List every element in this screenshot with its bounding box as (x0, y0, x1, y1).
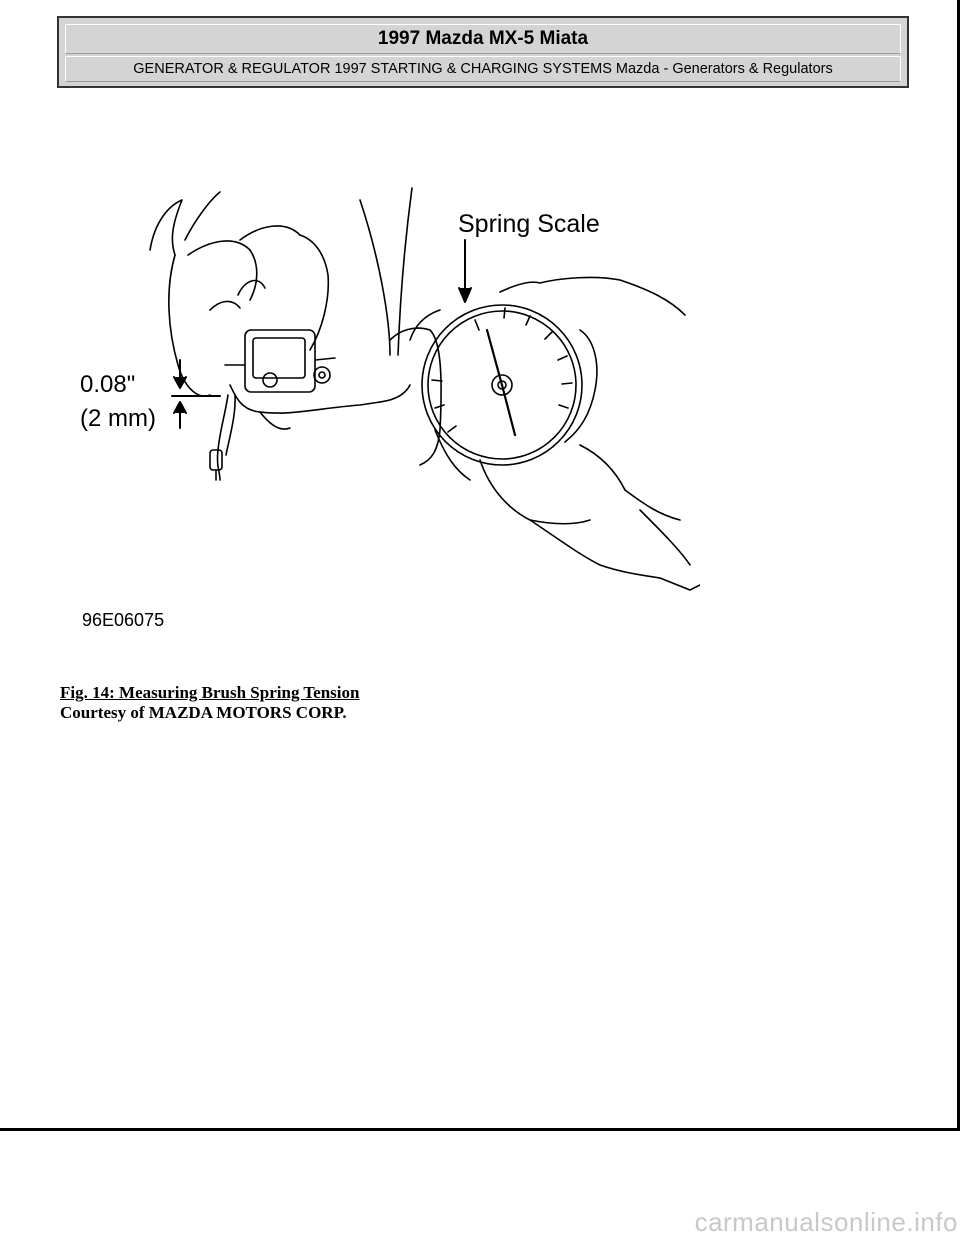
label-spring-scale: Spring Scale (458, 210, 600, 238)
document-title: 1997 Mazda MX-5 Miata (65, 24, 901, 54)
spring-scale-drawing: Spring Scale 0.08" (2 mm) 96E06075 (80, 187, 700, 630)
regulator-lineart (209, 329, 381, 481)
figure-illustration: Spring Scale 0.08" (2 mm) 96E06075 (60, 180, 700, 640)
caption-credit: Courtesy of MAZDA MOTORS CORP. (60, 703, 347, 722)
upper-hand-lineart (149, 187, 413, 397)
document-header: 1997 Mazda MX-5 Miata GENERATOR & REGULA… (57, 16, 909, 88)
right-hand-lineart (434, 276, 700, 591)
spring-scale-pointer (458, 239, 472, 303)
document-subtitle: GENERATOR & REGULATOR 1997 STARTING & CH… (65, 56, 901, 82)
watermark: carmanualsonline.info (694, 1207, 958, 1237)
image-code: 96E06075 (82, 610, 164, 630)
label-gap-mm: (2 mm) (80, 405, 156, 432)
figure-caption: Fig. 14: Measuring Brush Spring Tension … (60, 683, 359, 723)
label-gap-inches: 0.08" (80, 371, 135, 398)
page-frame (0, 0, 960, 1131)
gap-arrows (171, 359, 221, 429)
caption-title: Fig. 14: Measuring Brush Spring Tension (60, 683, 360, 702)
spring-scale-dial (379, 304, 583, 466)
